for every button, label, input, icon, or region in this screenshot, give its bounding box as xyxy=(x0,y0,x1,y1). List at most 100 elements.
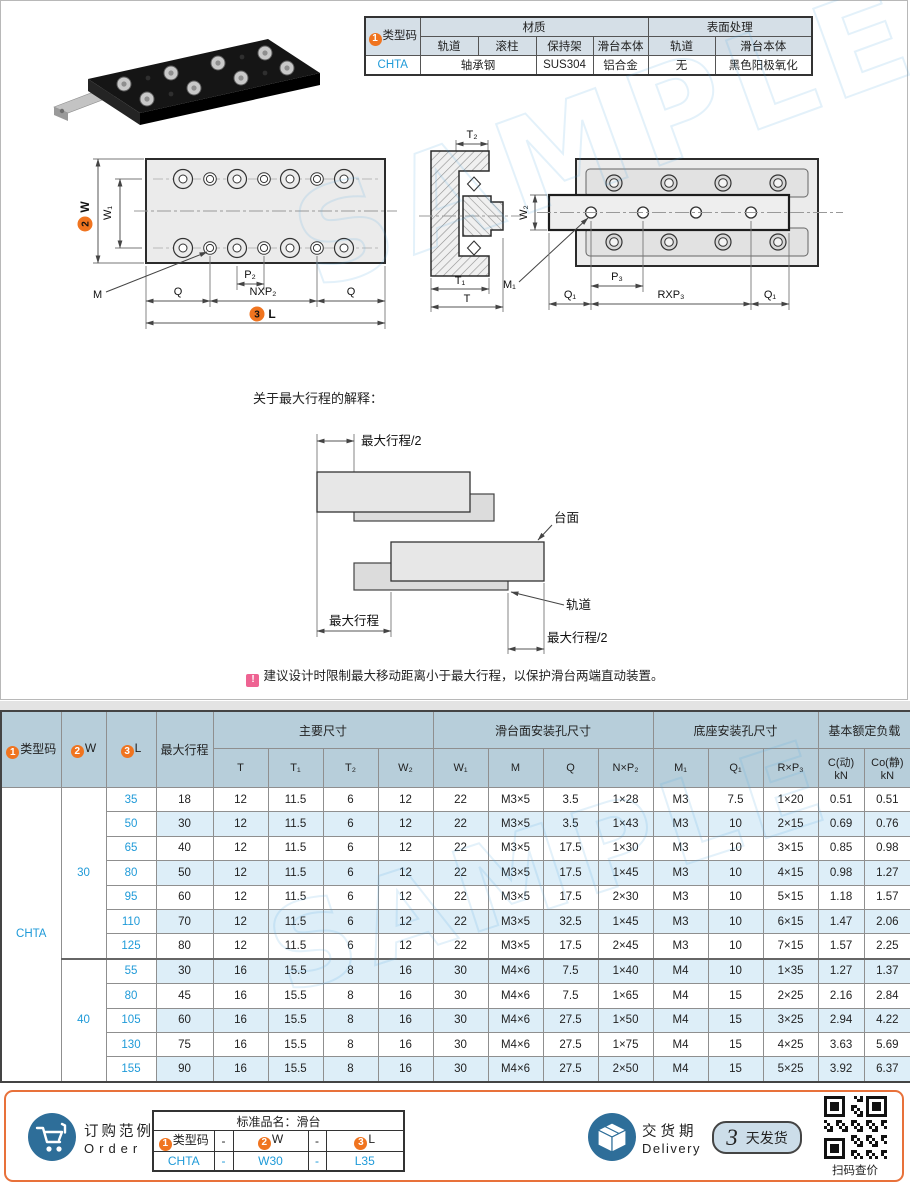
order-col-w-label: W xyxy=(271,1132,284,1146)
spec-cell-m: M3×5 xyxy=(487,786,544,813)
spec-cell-w2: 16 xyxy=(377,1031,434,1058)
label-nxp2: NXP₂ xyxy=(250,286,277,298)
spec-cell-co: 5.69 xyxy=(863,1031,910,1058)
spec-cell-t2: 8 xyxy=(322,957,379,985)
spec-cell-t2: 8 xyxy=(322,1007,379,1033)
label-w: W xyxy=(78,201,92,213)
spec-cell-m1: M3 xyxy=(652,908,709,935)
spec-cell-nxp2: 1×50 xyxy=(597,1007,654,1033)
spec-cell-t: 12 xyxy=(212,884,269,910)
spec-cell-m: M4×6 xyxy=(487,957,544,985)
spec-cell-q1: 10 xyxy=(707,835,764,862)
spec-cell-t2: 6 xyxy=(322,786,379,813)
spec-cell-t2: 8 xyxy=(322,983,379,1009)
delivery-title-en: Delivery xyxy=(642,1141,701,1156)
spec-header-type-code-label: 类型码 xyxy=(20,741,57,756)
spec-cell-l: 155 xyxy=(105,1056,157,1083)
spec-cell-t: 12 xyxy=(212,786,269,813)
spec-cell-w2: 12 xyxy=(377,908,434,935)
surface-rail-value: 无 xyxy=(647,55,716,76)
spec-sub-m: M xyxy=(487,748,544,788)
spec-cell-t2: 6 xyxy=(322,884,379,910)
label-m1: M₁ xyxy=(503,279,516,291)
spec-cell-q1: 10 xyxy=(707,884,764,910)
spec-cell-w2: 12 xyxy=(377,811,434,837)
qr-caption: 扫码查价 xyxy=(832,1165,878,1177)
spec-cell-m1: M3 xyxy=(652,884,709,910)
order-col-dash1: - xyxy=(213,1130,234,1152)
spec-cell-stroke: 60 xyxy=(155,884,214,910)
spec-cell-w1: 22 xyxy=(432,884,489,910)
cart-icon xyxy=(28,1113,76,1161)
spec-cell-t2: 6 xyxy=(322,811,379,837)
alert-icon: ! xyxy=(246,673,260,687)
spec-cell-q1: 10 xyxy=(707,811,764,837)
badge-1-icon: 1 xyxy=(158,1137,172,1151)
label-table-surface: 台面 xyxy=(554,510,579,525)
spec-sub-q1: Q₁ xyxy=(707,748,764,788)
spec-cell-c: 0.85 xyxy=(817,835,865,862)
spec-cell-l: 105 xyxy=(105,1007,157,1033)
badge-3-icon: 3 xyxy=(120,745,134,759)
materials-rail-roller-value: 轴承钢 xyxy=(419,55,537,76)
spec-cell-co: 2.25 xyxy=(863,933,910,960)
spec-cell-q1: 10 xyxy=(707,908,764,935)
spec-cell-t1: 11.5 xyxy=(267,908,324,935)
spec-cell-t1: 11.5 xyxy=(267,860,324,886)
spec-cell-nxp2: 1×40 xyxy=(597,957,654,985)
spec-cell-nxp2: 1×45 xyxy=(597,908,654,935)
spec-cell-c: 1.27 xyxy=(817,957,865,985)
spec-cell-w1: 30 xyxy=(432,1056,489,1083)
spec-cell-co: 0.98 xyxy=(863,835,910,862)
spec-cell-l: 80 xyxy=(105,983,157,1009)
spec-cell-nxp2: 1×75 xyxy=(597,1031,654,1058)
label-rxp3: RXP₃ xyxy=(657,289,684,301)
spec-cell-rxp3: 3×15 xyxy=(762,835,819,862)
spec-cell-l: 125 xyxy=(105,933,157,960)
spec-cell-t1: 11.5 xyxy=(267,884,324,910)
spec-cell-w2: 12 xyxy=(377,860,434,886)
spec-cell-t1: 11.5 xyxy=(267,811,324,837)
spec-cell-q: 7.5 xyxy=(542,983,599,1009)
spec-cell-w2: 16 xyxy=(377,1056,434,1083)
order-val-type: CHTA xyxy=(152,1150,215,1171)
spec-cell-co: 2.84 xyxy=(863,983,910,1009)
spec-cell-m1: M3 xyxy=(652,860,709,886)
spec-cell-co: 1.27 xyxy=(863,860,910,886)
spec-cell-q: 17.5 xyxy=(542,835,599,862)
surface-body-value: 黑色阳极氧化 xyxy=(714,55,813,76)
spec-cell-m: M3×5 xyxy=(487,884,544,910)
spec-cell-m: M4×6 xyxy=(487,1031,544,1058)
label-p2: P₂ xyxy=(244,269,256,281)
spec-cell-w2: 12 xyxy=(377,884,434,910)
spec-cell-w1: 22 xyxy=(432,860,489,886)
badge-2-icon: 2 xyxy=(70,745,84,759)
spec-cell-w1: 30 xyxy=(432,1007,489,1033)
delivery-days-number: 3 xyxy=(726,1124,738,1150)
spec-cell-l: 95 xyxy=(105,884,157,910)
delivery-box-icon xyxy=(588,1113,636,1161)
spec-cell-nxp2: 2×50 xyxy=(597,1056,654,1083)
spec-cell-l: 55 xyxy=(105,957,157,985)
spec-sub-t1: T₁ xyxy=(267,748,324,788)
badge-1-icon: 1 xyxy=(368,32,382,46)
spec-cell-t2: 6 xyxy=(322,908,379,935)
spec-cell-c: 1.18 xyxy=(817,884,865,910)
spec-cell-m: M3×5 xyxy=(487,860,544,886)
spec-cell-co: 2.06 xyxy=(863,908,910,935)
spec-cell-t2: 8 xyxy=(322,1056,379,1083)
product-photo xyxy=(53,39,320,125)
spec-cell-t: 16 xyxy=(212,1007,269,1033)
spec-sub-q: Q xyxy=(542,748,599,788)
materials-type-code-label: 类型码 xyxy=(382,30,418,43)
spec-cell-w1: 22 xyxy=(432,786,489,813)
